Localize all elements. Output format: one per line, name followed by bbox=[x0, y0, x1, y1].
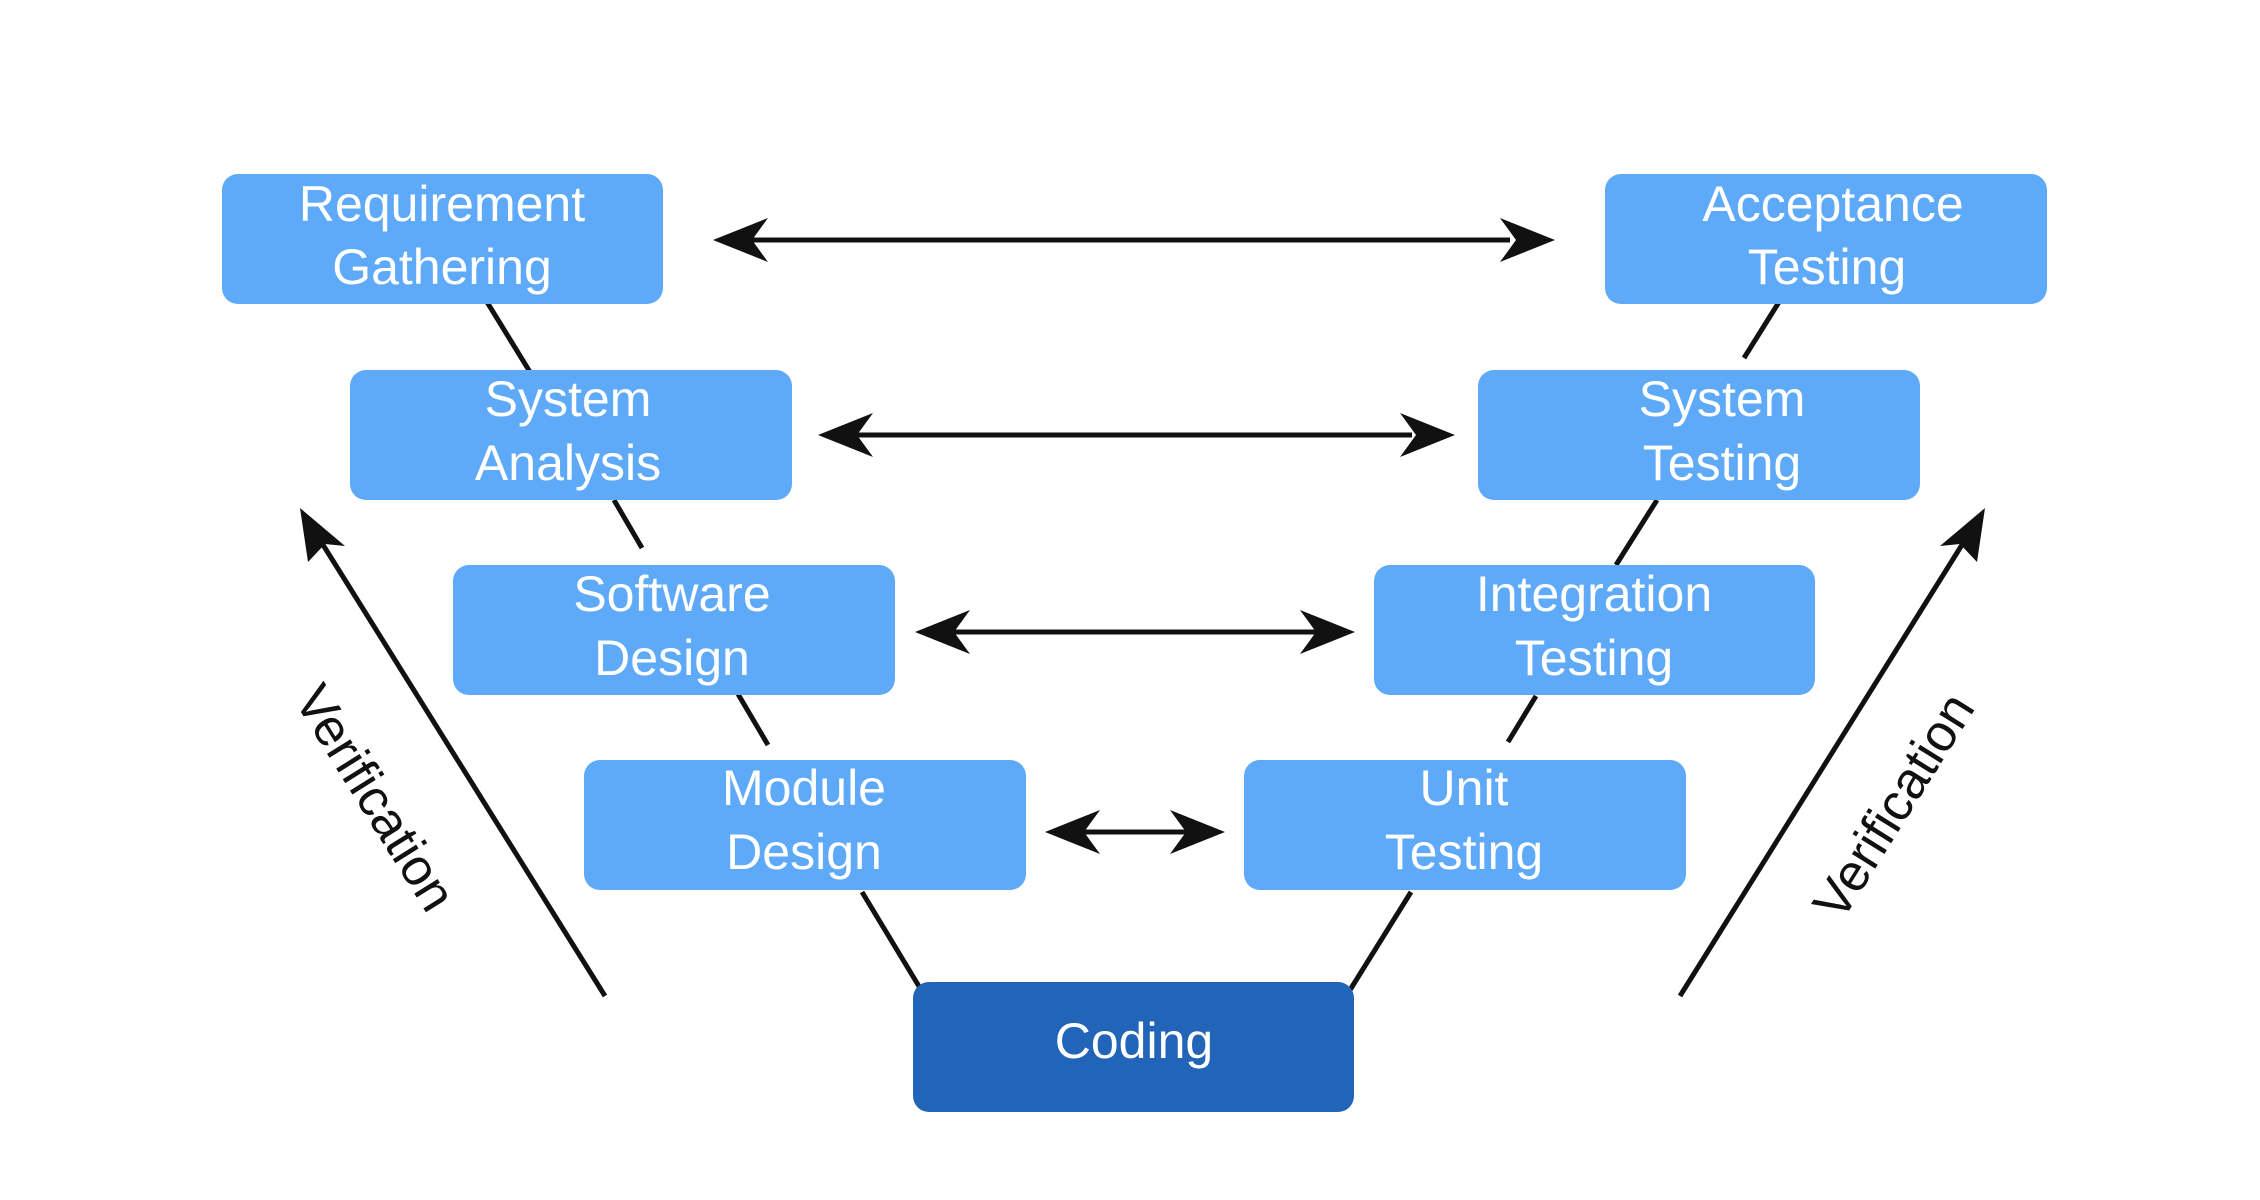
stage-label-line1: System bbox=[1639, 371, 1806, 427]
stage-label-line2: Testing bbox=[1643, 435, 1801, 491]
connector-acceptance-to-system-testing bbox=[1741, 300, 1782, 360]
stage-box bbox=[1605, 174, 2047, 304]
stage-label-line1: Software bbox=[573, 566, 770, 622]
connector-system-analysis-to-software-design bbox=[611, 498, 645, 550]
connector-requirement-to-system-analysis bbox=[484, 300, 533, 374]
stage-label-line1: Module bbox=[722, 760, 886, 816]
stage-label-line2: Gathering bbox=[332, 239, 552, 295]
arrow-software-design-integration bbox=[915, 610, 1355, 654]
connector-software-design-to-module-design bbox=[735, 692, 771, 747]
connector-unit-testing-to-coding bbox=[1347, 890, 1414, 992]
stage-label-line1: Integration bbox=[1476, 566, 1712, 622]
stage-box bbox=[453, 565, 895, 695]
left-verification-arrow bbox=[300, 508, 608, 998]
stage-label-line2: Testing bbox=[1385, 824, 1543, 880]
stage-box bbox=[1478, 370, 1920, 500]
stage-label-line2: Testing bbox=[1748, 239, 1906, 295]
stage-label-line1: Requirement bbox=[299, 176, 585, 232]
arrow-head-left bbox=[1045, 810, 1100, 854]
stage-box bbox=[350, 370, 792, 500]
connector-system-testing-to-integration bbox=[1613, 498, 1660, 567]
v-connectors bbox=[484, 300, 1782, 992]
stage-box bbox=[1244, 760, 1686, 890]
arrow-head-left bbox=[915, 610, 970, 654]
stage-unit-testing: Unit Testing bbox=[1244, 760, 1686, 890]
stage-software-design: Software Design bbox=[453, 565, 895, 695]
stage-module-design: Module Design bbox=[584, 760, 1026, 890]
stage-system-testing: System Testing bbox=[1478, 370, 1920, 500]
arrow-head-right bbox=[1400, 413, 1455, 457]
arrow-head-right bbox=[1300, 610, 1355, 654]
stage-label-line2: Design bbox=[594, 630, 750, 686]
stage-label-line1: System bbox=[485, 371, 652, 427]
stage-acceptance-testing: Acceptance Testing bbox=[1605, 174, 2047, 304]
right-verification-arrow bbox=[1677, 508, 1985, 998]
arrow-system-analysis-system-testing bbox=[818, 413, 1455, 457]
stage-label-line1: Acceptance bbox=[1702, 176, 1963, 232]
stage-label-line2: Testing bbox=[1515, 630, 1673, 686]
stage-box bbox=[584, 760, 1026, 890]
arrow-head-left bbox=[713, 218, 768, 262]
stage-label-line2: Analysis bbox=[475, 435, 661, 491]
arrow-module-design-unit-testing bbox=[1045, 810, 1225, 854]
stage-coding: Coding bbox=[913, 982, 1354, 1112]
connector-module-design-to-coding bbox=[859, 890, 923, 990]
arrow-requirement-acceptance bbox=[713, 218, 1555, 262]
arrow-head-up-right bbox=[1940, 508, 1985, 562]
left-verification-label: Verification bbox=[283, 675, 467, 921]
arrow-head-right bbox=[1500, 218, 1555, 262]
stage-integration-testing: Integration Testing bbox=[1374, 565, 1815, 695]
stage-box bbox=[222, 174, 663, 304]
coding-label: Coding bbox=[1055, 1013, 1213, 1069]
coding-box bbox=[913, 982, 1354, 1112]
arrow-head-left bbox=[818, 413, 873, 457]
arrow-head-right bbox=[1170, 810, 1225, 854]
stage-label-line2: Design bbox=[726, 824, 882, 880]
stage-requirement-gathering: Requirement Gathering bbox=[222, 174, 663, 304]
level-arrows bbox=[713, 218, 1555, 854]
arrow-head-up-left bbox=[300, 508, 345, 562]
connector-integration-to-unit-testing bbox=[1505, 694, 1539, 744]
stage-box bbox=[1374, 565, 1815, 695]
right-verification-label: Verification bbox=[1802, 683, 1986, 929]
stage-system-analysis: System Analysis bbox=[350, 370, 792, 500]
stage-label-line1: Unit bbox=[1420, 760, 1509, 816]
